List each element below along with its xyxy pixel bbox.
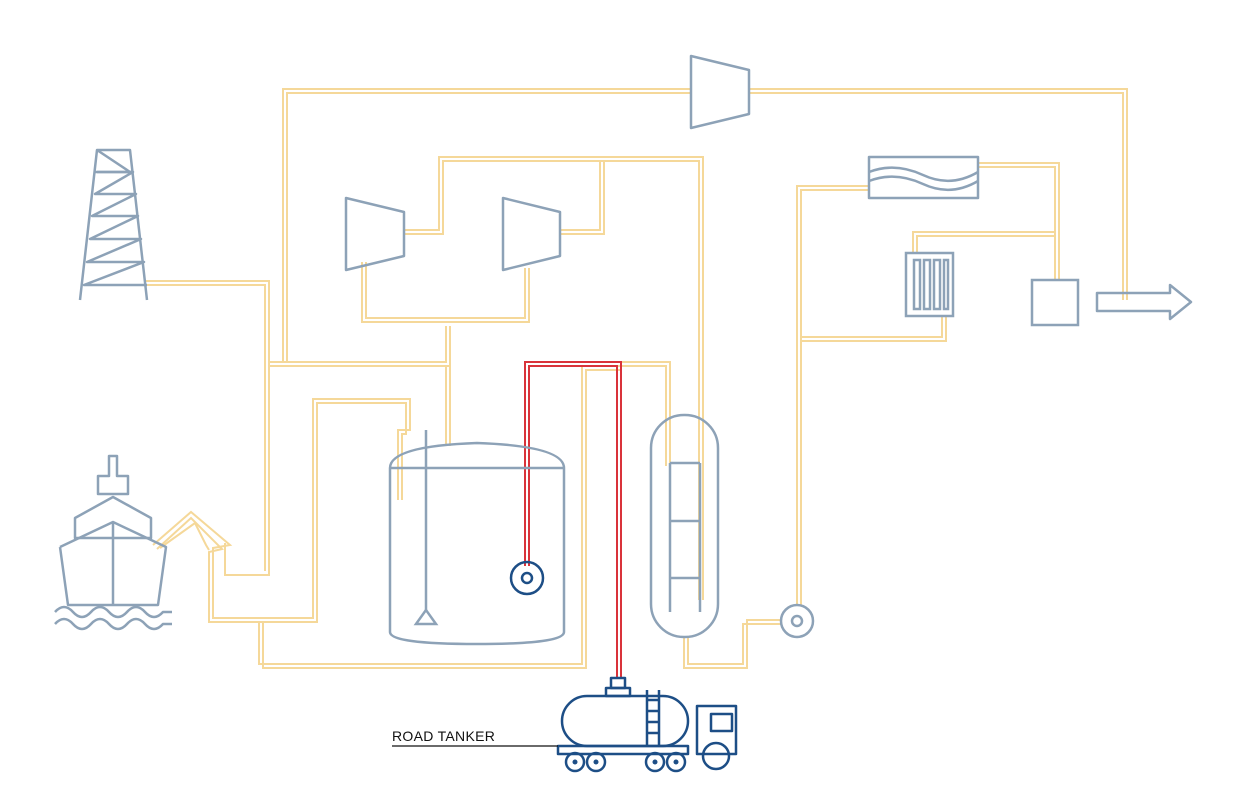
pipe-branch-heater-inner — [801, 316, 947, 342]
pipe-rig-outlet — [145, 280, 270, 576]
pipe-network — [145, 88, 1128, 669]
storage-tank-shell — [388, 441, 566, 646]
pipe-top-loop-inner — [286, 92, 1124, 362]
pipe-right-comp-outlet-inner — [560, 161, 605, 235]
pipe-ship-second — [159, 521, 210, 551]
tanker-wheel-2 — [585, 751, 607, 773]
storage-tank-nozzle-icon — [413, 607, 439, 626]
tanker-wheel-hubs — [572, 759, 679, 765]
pipe-header-inner — [269, 326, 451, 367]
booster-pump-icon — [779, 603, 815, 639]
pipe-top-loop — [282, 88, 1128, 362]
metering-station-icon — [1030, 278, 1080, 327]
pipe-pump-riser-inner — [800, 189, 869, 605]
tanker-chassis — [556, 744, 690, 756]
left-compressor-icon — [344, 196, 406, 272]
pipe-hx-to-meter-inner — [978, 166, 1056, 280]
pipe-branch-heater — [801, 316, 943, 338]
pipe-pump-riser — [796, 185, 869, 605]
road-tanker-icon — [556, 676, 738, 773]
plate-heater-icon — [904, 251, 955, 318]
tanker-wheel-4 — [665, 751, 687, 773]
pipe-vaporizer-to-pump-inner — [687, 623, 781, 665]
pipe-left-comp-outlet — [404, 156, 704, 600]
pipe-left-comp-outlet-inner — [404, 160, 700, 600]
tanker-wheel-1 — [564, 751, 586, 773]
export-arrow-icon — [1095, 283, 1193, 321]
tanker-wheel-3 — [644, 751, 666, 773]
pipe-ship-unloading-inner — [156, 402, 407, 623]
pipe-compressor-manifold-inner — [365, 262, 526, 319]
pipe-hx-to-meter — [978, 162, 1060, 280]
pipe-tank-to-vaporizer-inner — [621, 365, 667, 466]
loading-line-inner — [528, 365, 618, 678]
pipe-right-comp-outlet — [560, 161, 601, 231]
pipe-vaporizer-to-pump — [683, 619, 781, 669]
tanker-inlet-cap — [609, 676, 627, 690]
pipe-heater-loop — [912, 231, 1055, 253]
pipe-heater-loop-inner — [916, 235, 1055, 253]
tanker-cab-window — [709, 712, 734, 733]
pipe-ship-unloading — [152, 398, 411, 619]
vaporizer-column — [649, 413, 720, 639]
drilling-rig-icon — [78, 148, 149, 301]
loading-line — [524, 361, 622, 678]
pipe-header — [269, 326, 447, 363]
pipe-tank-to-vaporizer — [621, 361, 671, 466]
pipe-compressor-manifold — [361, 262, 530, 323]
tanker-wheel-cab — [701, 741, 731, 771]
storage-tank — [388, 430, 566, 646]
heat-exchanger-icon — [867, 155, 980, 200]
tanker-ladder — [645, 690, 661, 746]
tanker-cab — [695, 704, 738, 756]
right-compressor-icon — [501, 196, 562, 272]
pipe-rig-outlet-inner — [145, 284, 266, 571]
top-compressor-icon — [689, 54, 751, 130]
lng-ship-icon — [54, 454, 172, 631]
tanker-tank — [560, 694, 690, 748]
road-tanker-label: ROAD TANKER — [392, 728, 495, 744]
loading-line-outer — [524, 361, 622, 678]
submerged-pump-icon — [509, 560, 545, 596]
pipe-bottom-return-inner — [262, 369, 621, 669]
